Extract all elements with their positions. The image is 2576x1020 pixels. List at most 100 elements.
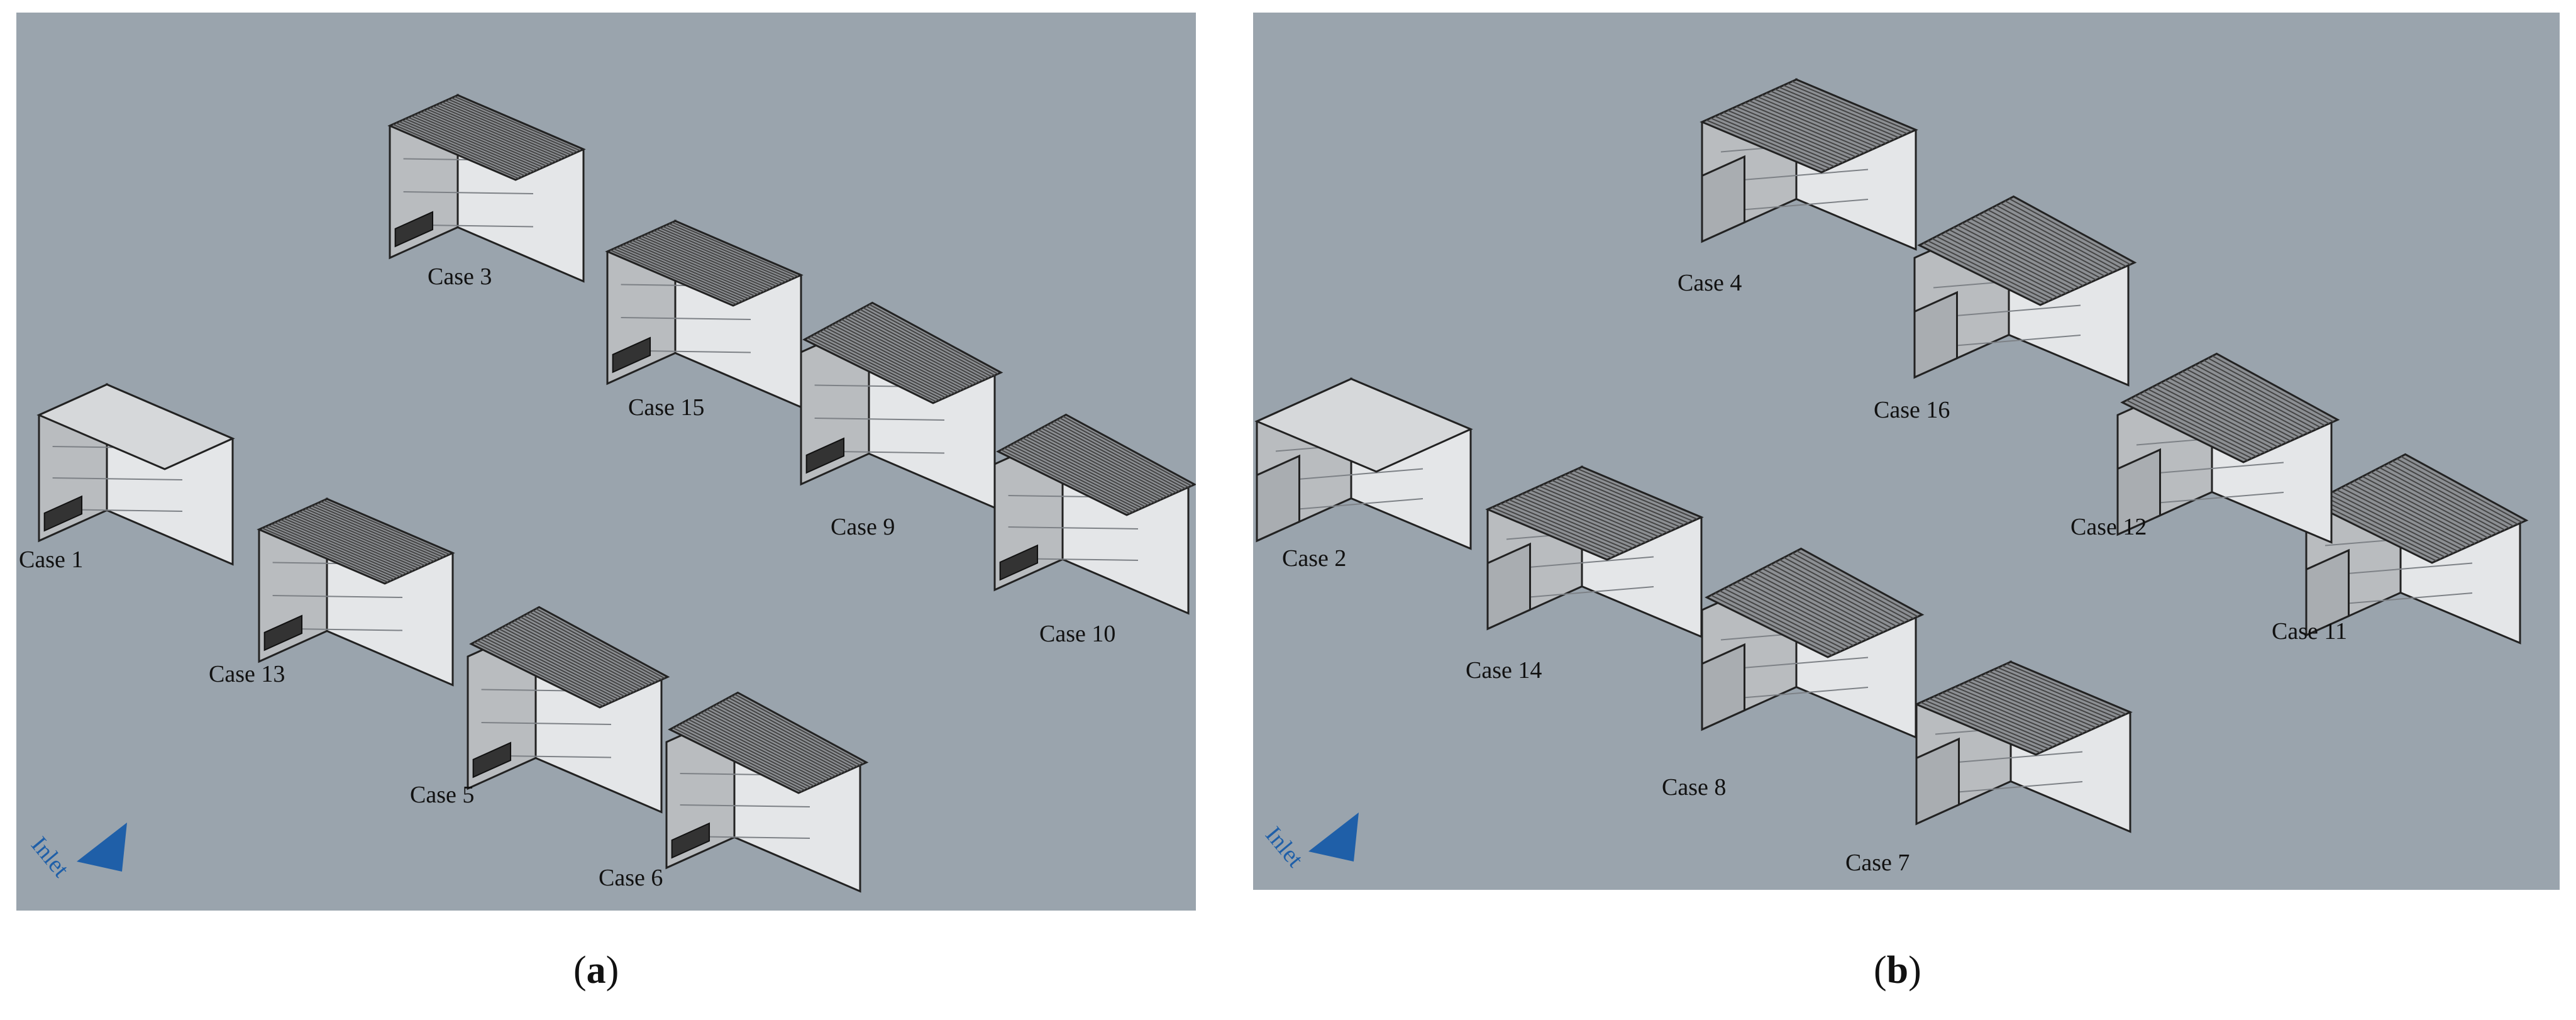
roof-slat xyxy=(722,700,851,770)
roof-slat xyxy=(844,317,974,386)
case-label: Case 3 xyxy=(428,263,492,290)
roof-slat xyxy=(847,315,977,384)
roof-slat xyxy=(411,115,538,171)
roof-slat xyxy=(1530,489,1650,541)
roof-slat xyxy=(1740,104,1860,156)
roof-slat xyxy=(634,238,761,294)
roof-slat xyxy=(728,697,858,767)
roof-slat xyxy=(2370,471,2492,536)
roof-slat xyxy=(320,501,447,557)
roof-slat xyxy=(2387,462,2510,529)
case-label: Case 5 xyxy=(410,782,475,808)
interior-line xyxy=(481,722,612,725)
case-label: Case 13 xyxy=(209,661,285,687)
roof-slat xyxy=(1727,109,1848,162)
roof-slat xyxy=(734,694,864,765)
building-model xyxy=(1254,377,1473,550)
roof-slat xyxy=(1749,100,1869,152)
roof-slat xyxy=(262,527,389,583)
roof-slat xyxy=(835,322,965,390)
roof-slat xyxy=(1920,702,2041,753)
roof-slat xyxy=(439,103,565,158)
roof-slat xyxy=(1569,472,1689,524)
roof-slat xyxy=(856,310,986,380)
interior-line xyxy=(680,804,810,807)
roof-slat xyxy=(731,695,861,766)
roof-slat xyxy=(2001,665,2122,717)
roof-slat xyxy=(454,96,581,152)
roof-slat xyxy=(1998,667,2118,719)
roof-slat xyxy=(2379,467,2501,533)
building-model xyxy=(1700,78,1918,251)
roof-slat xyxy=(308,506,434,562)
roof-slat xyxy=(2173,375,2296,440)
roof-slat xyxy=(672,727,802,792)
roof-slat xyxy=(656,228,783,284)
building-model xyxy=(665,691,869,893)
roof-slat xyxy=(638,236,765,292)
roof-slat xyxy=(1796,550,1918,618)
roof-slat xyxy=(408,116,534,172)
roof-slat xyxy=(283,518,410,574)
roof-slat xyxy=(2336,489,2458,552)
roof-slat xyxy=(280,519,407,575)
roof-slat xyxy=(1723,588,1845,650)
roof-slat xyxy=(712,705,843,774)
roof-slat xyxy=(644,234,771,290)
roof-slat xyxy=(451,97,578,153)
roof-slat xyxy=(1059,417,1189,488)
step-block xyxy=(1701,155,1745,243)
roof-slat xyxy=(2383,465,2506,531)
roof-slat xyxy=(1949,229,2071,292)
roof-slat xyxy=(529,611,659,682)
step-block xyxy=(1486,542,1531,631)
roof-slat xyxy=(1993,668,2114,721)
roof-slat xyxy=(1034,431,1164,499)
roof-slat xyxy=(1787,82,1908,135)
roof-slat xyxy=(2203,360,2326,426)
roof-slat xyxy=(296,512,423,568)
roof-slat xyxy=(1933,696,2054,748)
roof-slat xyxy=(660,227,786,283)
roof-slat xyxy=(866,305,995,376)
roof-slat xyxy=(697,714,827,782)
roof-slat xyxy=(420,111,547,167)
roof-slat xyxy=(850,314,980,383)
roof-slat xyxy=(1736,106,1856,158)
roof-slat xyxy=(1774,88,1895,140)
roof-slat xyxy=(1547,482,1667,533)
roof-slat xyxy=(448,99,575,154)
roof-slat xyxy=(2156,384,2279,448)
roof-slat xyxy=(480,638,610,704)
roof-slat xyxy=(619,245,746,301)
roof-slat xyxy=(1016,441,1146,507)
roof-slat xyxy=(1963,682,2084,735)
roof-slat xyxy=(2319,498,2441,560)
roof-slat xyxy=(822,329,952,396)
roof-slat xyxy=(399,121,526,177)
step-block xyxy=(1915,737,1960,826)
interior-line xyxy=(272,595,403,598)
panel-a-drawing xyxy=(36,94,1196,893)
roof-slat xyxy=(289,514,416,570)
roof-slat xyxy=(1771,563,1893,629)
inlet-grille xyxy=(394,211,434,248)
roof-slat xyxy=(405,118,531,174)
interior-line xyxy=(621,317,751,320)
roof-slat xyxy=(2160,382,2282,446)
roof-slat xyxy=(473,641,604,707)
step-block xyxy=(1913,291,1958,379)
interior-line xyxy=(403,191,534,194)
case-label: Case 2 xyxy=(1282,545,1347,572)
building-model xyxy=(1913,195,2137,387)
roof-slat xyxy=(502,626,631,694)
roof-slat xyxy=(423,109,550,165)
roof-slat xyxy=(395,122,522,178)
roof-slat xyxy=(271,523,398,579)
roof-slat xyxy=(317,502,444,558)
roof-slat xyxy=(1991,207,2114,273)
roof-slat xyxy=(2366,474,2489,538)
roof-slat xyxy=(1056,419,1186,489)
roof-slat xyxy=(314,504,441,560)
roof-slat xyxy=(2349,482,2471,546)
